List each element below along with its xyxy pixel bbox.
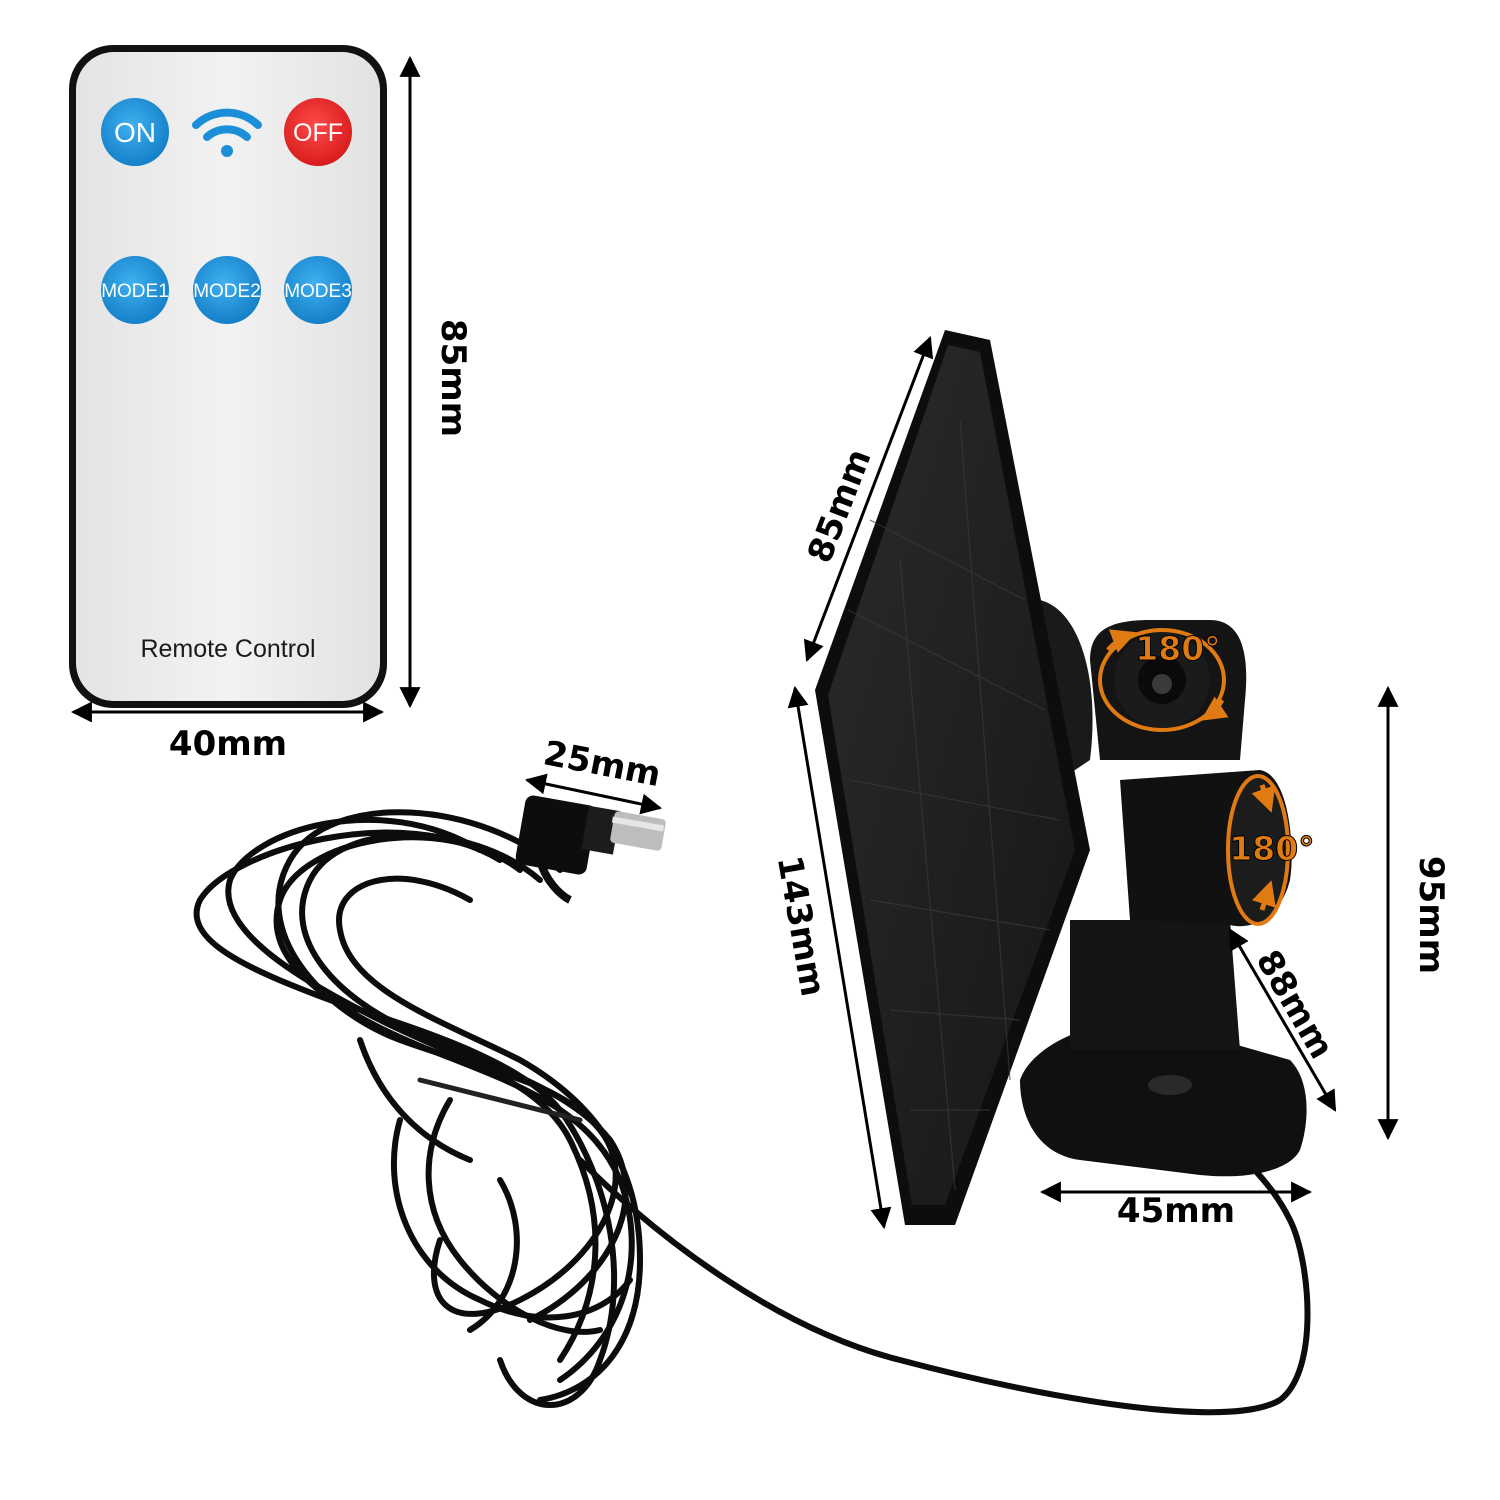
wifi-signal-icon: [192, 108, 262, 157]
plug-length-dimension: 25mm: [524, 733, 664, 815]
mode2-button[interactable]: MODE2: [193, 256, 261, 324]
power-cable: [193, 809, 1311, 1416]
on-button[interactable]: ON: [101, 98, 169, 166]
off-button-label: OFF: [293, 119, 343, 147]
panel-height-label: 143mm: [769, 853, 833, 1000]
remote-control: ON OFF MODE1 MODE2 MODE3 Remote Control: [69, 45, 387, 708]
mode2-button-label: MODE2: [193, 281, 261, 302]
side-rotation-label: 180°: [1229, 829, 1314, 868]
total-height-dimension: 95mm: [1377, 685, 1451, 1141]
top-rotation-label: 180°: [1135, 629, 1220, 668]
remote-height-label: 85mm: [433, 319, 473, 437]
remote-caption: Remote Control: [140, 635, 315, 663]
total-height-label: 95mm: [1411, 856, 1451, 974]
top-rotation-indicator: 180°: [1098, 628, 1229, 732]
remote-width-dimension: 40mm: [70, 701, 385, 764]
remote-height-dimension: 85mm: [399, 55, 473, 709]
base-width-dimension: 45mm: [1039, 1181, 1313, 1231]
mode3-button-label: MODE3: [284, 281, 352, 302]
base-depth-label: 88mm: [1248, 943, 1342, 1065]
mode1-button[interactable]: MODE1: [101, 256, 169, 324]
off-button[interactable]: OFF: [284, 98, 352, 166]
mode3-button[interactable]: MODE3: [284, 256, 352, 324]
remote-width-label: 40mm: [169, 724, 287, 764]
side-rotation-indicator: 180°: [1226, 774, 1315, 926]
solar-mount: [1020, 600, 1307, 1177]
on-button-label: ON: [114, 117, 156, 148]
base-width-label: 45mm: [1117, 1191, 1235, 1231]
mode1-button-label: MODE1: [101, 281, 169, 302]
dc-plug: [515, 795, 666, 904]
